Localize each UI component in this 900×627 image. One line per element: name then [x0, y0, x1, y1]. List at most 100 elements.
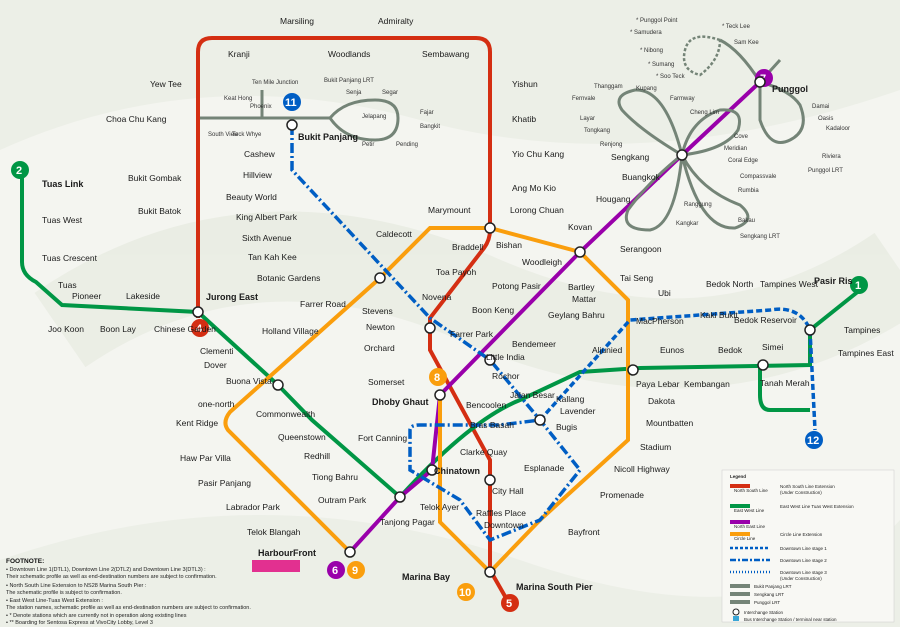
svg-text:Woodlands: Woodlands	[328, 49, 370, 59]
svg-text:Lakeside: Lakeside	[126, 291, 160, 301]
svg-text:9: 9	[352, 565, 358, 577]
svg-text:Marina Bay: Marina Bay	[402, 572, 450, 582]
svg-text:Cheng Lim: Cheng Lim	[690, 110, 719, 116]
svg-text:Pioneer: Pioneer	[72, 291, 101, 301]
svg-text:Kaki Bukit: Kaki Bukit	[700, 310, 738, 320]
svg-text:Bedok North: Bedok North	[706, 279, 754, 289]
svg-text:Petir: Petir	[362, 142, 374, 148]
svg-text:Dakota: Dakota	[648, 396, 675, 406]
svg-text:Boon Lay: Boon Lay	[100, 324, 137, 334]
line-badges: 1 2 7 8 11 12 4 5 6 9 10	[11, 69, 868, 612]
svg-text:Stadium: Stadium	[640, 442, 671, 452]
downtown-line	[290, 125, 583, 543]
svg-text:Serangoon: Serangoon	[620, 244, 662, 254]
svg-text:Hillview: Hillview	[243, 170, 273, 180]
svg-text:Compassvale: Compassvale	[740, 174, 777, 180]
svg-text:Bakau: Bakau	[738, 218, 755, 224]
svg-text:(Under Construction): (Under Construction)	[780, 490, 822, 495]
svg-text:Segar: Segar	[382, 90, 398, 96]
svg-text:Tai Seng: Tai Seng	[620, 273, 653, 283]
svg-text:Pasir Ris: Pasir Ris	[814, 276, 853, 286]
svg-text:* Samudera: * Samudera	[630, 30, 662, 36]
svg-text:Cashew: Cashew	[244, 149, 276, 159]
svg-text:Coral Edge: Coral Edge	[728, 158, 759, 164]
svg-text:The schematic profile is subje: The schematic profile is subject to conf…	[6, 590, 122, 596]
svg-text:North South Line Extension: North South Line Extension	[780, 484, 835, 489]
svg-text:King Albert Park: King Albert Park	[236, 212, 298, 222]
svg-text:Marymount: Marymount	[428, 205, 471, 215]
svg-text:Senja: Senja	[346, 90, 362, 96]
svg-text:Tuas Crescent: Tuas Crescent	[42, 253, 98, 263]
svg-text:East West Line Tuas West Exten: East West Line Tuas West Extension	[780, 504, 854, 509]
svg-text:Simei: Simei	[762, 342, 783, 352]
svg-text:Downtown Line stage 3: Downtown Line stage 3	[780, 570, 827, 575]
svg-text:Tanah Merah: Tanah Merah	[760, 378, 810, 388]
svg-text:Teck Whye: Teck Whye	[232, 132, 262, 138]
svg-text:Bukit Panjang: Bukit Panjang	[298, 132, 358, 142]
svg-text:Marsiling: Marsiling	[280, 16, 314, 26]
svg-text:Eunos: Eunos	[660, 345, 684, 355]
sentosa-express-marker	[252, 560, 300, 572]
svg-text:Sengkang LRT: Sengkang LRT	[740, 234, 780, 240]
svg-text:Sengkang: Sengkang	[611, 152, 650, 162]
svg-text:Phoenix: Phoenix	[250, 104, 272, 110]
north-south-line	[196, 36, 508, 599]
svg-text:Fort Canning: Fort Canning	[358, 433, 407, 443]
bukit-panjang-lrt	[200, 98, 400, 142]
svg-text:Khatib: Khatib	[512, 114, 536, 124]
svg-text:Fernvale: Fernvale	[572, 96, 596, 102]
svg-text:Fajar: Fajar	[420, 110, 434, 116]
svg-text:Clementi: Clementi	[200, 346, 234, 356]
svg-text:Orchard: Orchard	[364, 343, 395, 353]
svg-text:Kadaloor: Kadaloor	[826, 126, 850, 132]
svg-text:Telok Ayer: Telok Ayer	[420, 502, 459, 512]
svg-text:Beauty World: Beauty World	[226, 192, 277, 202]
svg-text:North East Line: North East Line	[734, 524, 766, 529]
svg-text:Tongkang: Tongkang	[584, 128, 610, 134]
svg-text:10: 10	[459, 587, 471, 599]
svg-text:Interchange Station: Interchange Station	[744, 610, 784, 615]
svg-text:4: 4	[196, 323, 203, 335]
svg-text:Chinatown: Chinatown	[434, 466, 480, 476]
svg-text:Chinese Garden: Chinese Garden	[154, 324, 216, 334]
svg-text:Tan Kah Kee: Tan Kah Kee	[248, 252, 297, 262]
svg-text:Downtown: Downtown	[484, 520, 524, 530]
svg-text:Sengkang LRT: Sengkang LRT	[754, 592, 784, 597]
svg-text:Kent Ridge: Kent Ridge	[176, 418, 218, 428]
svg-text:1: 1	[855, 280, 861, 292]
svg-text:* Sumang: * Sumang	[648, 62, 674, 68]
svg-text:Holland Village: Holland Village	[262, 326, 319, 336]
svg-text:Bukit Gombak: Bukit Gombak	[128, 173, 182, 183]
svg-text:Bukit Batok: Bukit Batok	[138, 206, 182, 216]
svg-text:Ang Mo Kio: Ang Mo Kio	[512, 183, 556, 193]
svg-text:Hougang: Hougang	[596, 194, 631, 204]
svg-text:Labrador Park: Labrador Park	[226, 502, 281, 512]
svg-text:Tuas Link: Tuas Link	[42, 179, 84, 189]
svg-text:Redhill: Redhill	[304, 451, 330, 461]
east-west-changi-branch	[758, 365, 810, 412]
svg-text:Punggol LRT: Punggol LRT	[808, 168, 843, 174]
svg-text:Caldecott: Caldecott	[376, 229, 413, 239]
svg-text:Bartley: Bartley	[568, 282, 595, 292]
svg-text:Bendemeer: Bendemeer	[512, 339, 556, 349]
svg-text:Damai: Damai	[812, 104, 829, 110]
svg-text:Riviera: Riviera	[822, 154, 841, 160]
interchange-markers	[192, 76, 816, 578]
svg-text:Bus Interchange Station / term: Bus Interchange Station / terminal near …	[744, 617, 837, 622]
svg-text:Circle Line Extension: Circle Line Extension	[780, 532, 823, 537]
svg-text:Bras Basah: Bras Basah	[470, 420, 514, 430]
svg-text:Promenade: Promenade	[600, 490, 644, 500]
svg-text:12: 12	[807, 435, 819, 447]
svg-text:(Under Construction): (Under Construction)	[780, 576, 822, 581]
svg-text:Circle Line: Circle Line	[734, 536, 756, 541]
svg-text:Punggol: Punggol	[772, 84, 808, 94]
svg-text:MacPherson: MacPherson	[636, 316, 684, 326]
svg-text:Bangkit: Bangkit	[420, 124, 440, 130]
legend: Legend North South Line North South Line…	[721, 469, 895, 623]
svg-text:Jurong East: Jurong East	[206, 292, 258, 302]
svg-text:Bukit Panjang LRT: Bukit Panjang LRT	[324, 78, 374, 84]
svg-text:Raffles Place: Raffles Place	[476, 508, 526, 518]
svg-text:Yio Chu Kang: Yio Chu Kang	[512, 149, 564, 159]
svg-text:Kupang: Kupang	[636, 86, 657, 92]
svg-text:Somerset: Somerset	[368, 377, 405, 387]
